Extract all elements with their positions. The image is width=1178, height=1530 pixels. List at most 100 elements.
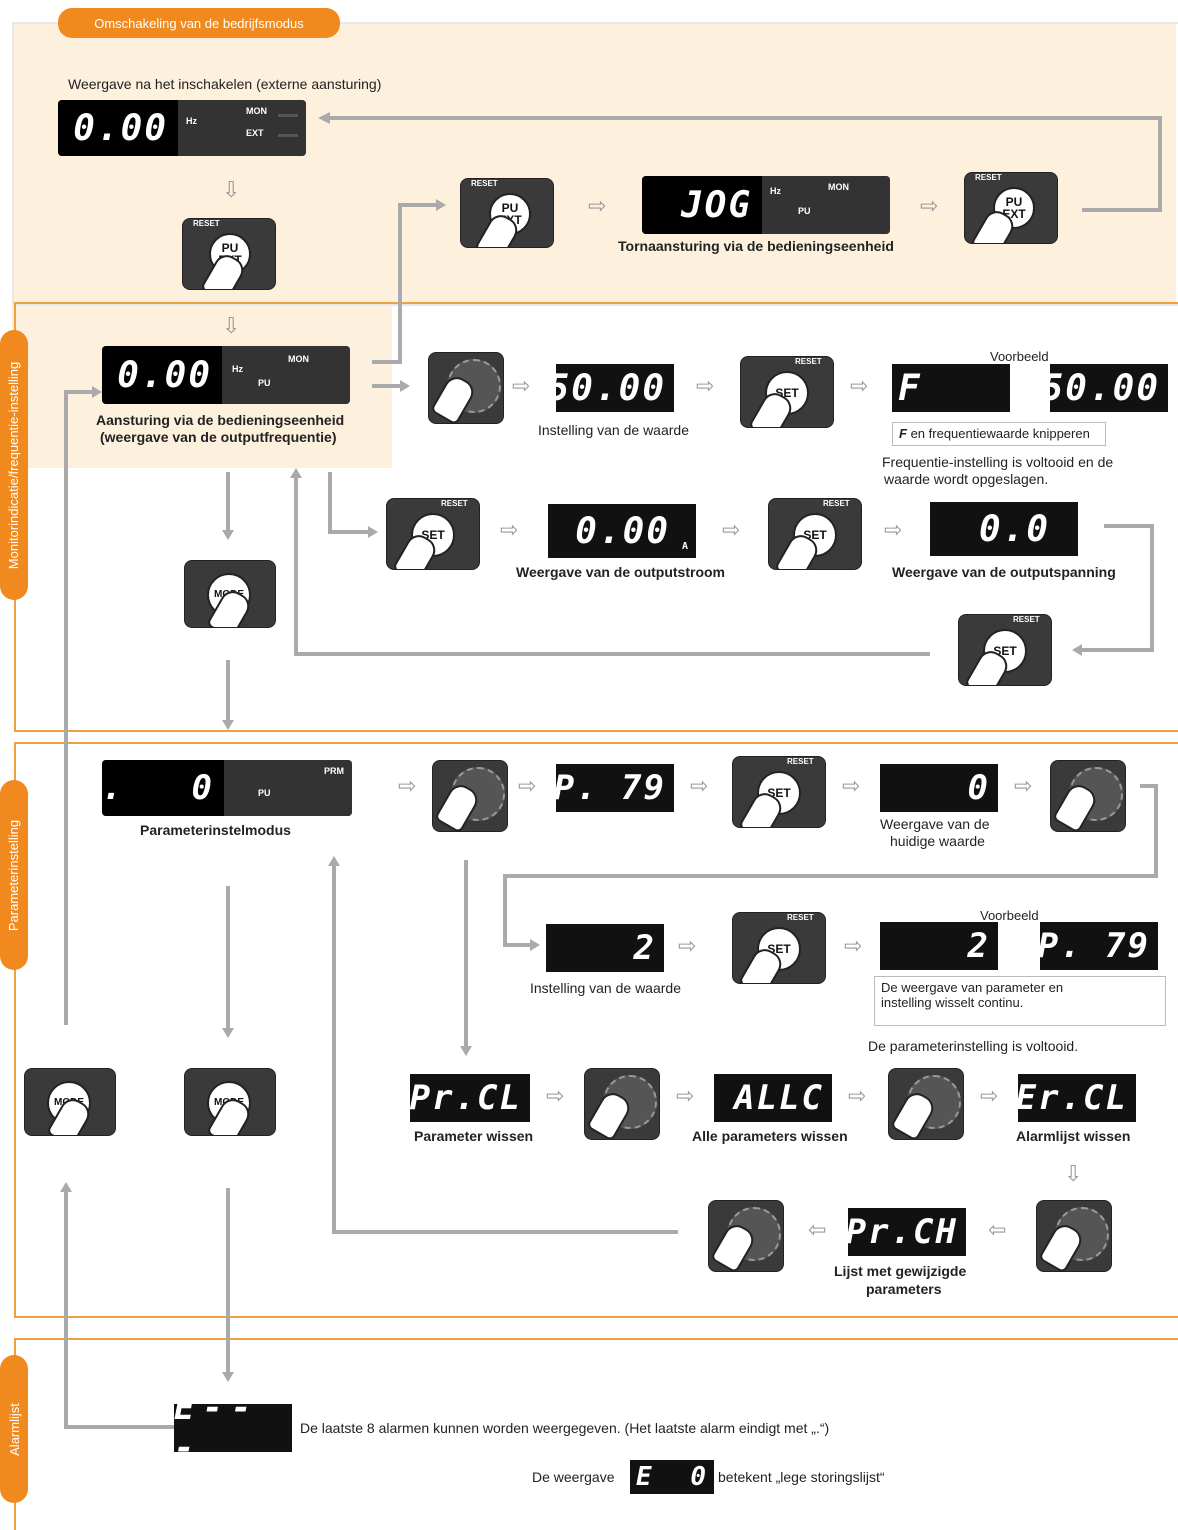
allc-display: ALLC (714, 1074, 832, 1122)
reset-label: RESET (471, 179, 498, 188)
right-arrow-p7: ⇨ (844, 933, 863, 958)
prm-tag: PRM (324, 766, 344, 776)
after-power-on-label: Weergave na het inschakelen (externe aan… (68, 76, 382, 92)
two-display: 2 (546, 924, 664, 972)
alternate-label-2: instelling wisselt continu. (881, 995, 1024, 1010)
right-arrow-m5: ⇨ (722, 517, 741, 542)
pu-tag: PU (258, 378, 271, 388)
reset-label: RESET (1013, 615, 1040, 624)
hz-tag: Hz (232, 364, 243, 374)
pu-tag: PU (798, 206, 811, 216)
dial-knob-7[interactable] (708, 1200, 784, 1272)
reset-label: RESET (975, 173, 1002, 182)
current-value: 0.00 (575, 510, 670, 552)
right-arrow-p1: ⇨ (398, 773, 417, 798)
set-key-5[interactable]: RESET SET (732, 756, 826, 828)
current-display: 0.00 A (548, 504, 696, 558)
tab-mode-switch: Omschakeling van de bedrijfsmodus (58, 8, 340, 38)
mode-key-3[interactable]: MODE (184, 1068, 276, 1136)
set-key-1[interactable]: RESET SET (740, 356, 834, 428)
right-arrow-p2: ⇨ (518, 773, 537, 798)
hz-tag: Hz (770, 186, 781, 196)
mon-tag: MON (288, 354, 309, 364)
out-voltage-label: Weergave van de outputspanning (892, 564, 1116, 580)
dial-knob-6[interactable] (1036, 1200, 1112, 1272)
p79b-display: P. 79 (1038, 922, 1158, 970)
reset-label: RESET (787, 757, 814, 766)
set-key-2[interactable]: RESET SET (386, 498, 480, 570)
dial-knob-3[interactable] (1050, 760, 1126, 832)
set-key-6[interactable]: RESET SET (732, 912, 826, 984)
down-arrow-c5: ⇩ (1064, 1161, 1083, 1186)
param-done-label: De parameterinstelling is voltooid. (868, 1038, 1079, 1054)
a-tag: A (681, 541, 690, 552)
right-arrow-m4: ⇨ (500, 517, 519, 542)
right-arrow-c1: ⇨ (546, 1083, 565, 1108)
tab-monitor: Monitorindicatie/frequentie-instelling (0, 330, 28, 600)
section-param (14, 742, 1178, 1318)
right-arrow-jog-1: ⇨ (588, 193, 607, 218)
freq-done-label-1: Frequentie-instelling is voltooid en de (882, 454, 1114, 470)
jog-label: Tornaansturing via de bedieningseenheid (618, 238, 894, 254)
blink-label: en frequentiewaarde knipperen (910, 426, 1090, 441)
mon-tag: MON (828, 182, 849, 192)
right-arrow-m1: ⇨ (512, 373, 531, 398)
tab-mode-switch-label: Omschakeling van de bedrijfsmodus (94, 15, 304, 31)
example-label-2: Voorbeeld (980, 908, 1039, 923)
voltage-display: 0.0 (930, 502, 1078, 556)
freq2-display: 50.00 (1042, 364, 1168, 412)
right-arrow-jog-2: ⇨ (920, 193, 939, 218)
freq-display: 50.00 (548, 364, 674, 412)
dial-knob-2[interactable] (432, 760, 508, 832)
set-key-3[interactable]: RESET SET (768, 498, 862, 570)
down-arrow-2: ⇩ (222, 313, 241, 338)
param-mode-value: P. 0 (102, 760, 224, 816)
reset-label: RESET (441, 499, 468, 508)
alarm-info-label: De laatste 8 alarmen kunnen worden weerg… (300, 1420, 830, 1436)
set-key-4[interactable]: RESET SET (958, 614, 1052, 686)
changed-label-1: Lijst met gewijzigde (834, 1263, 967, 1279)
right-arrow-m6: ⇨ (884, 517, 903, 542)
down-arrow-1: ⇩ (222, 177, 241, 202)
empty-display: E 0 (630, 1460, 714, 1494)
jog-display-panel: JOG Hz MON PU (642, 176, 890, 234)
prcl-display: Pr.CL (410, 1074, 530, 1122)
current-value-label-1: Weergave van de (880, 816, 990, 832)
ext-tag: EXT (246, 128, 264, 138)
tab-param: Parameterinstelling (0, 780, 28, 970)
param-mode-label: Parameterinstelmodus (140, 822, 291, 838)
tab-alarm: Alarmlijst (0, 1355, 28, 1503)
ext-display-value: 0.00 (58, 100, 178, 156)
example-label: Voorbeeld (990, 349, 1049, 364)
right-arrow-c3: ⇨ (848, 1083, 867, 1108)
pu-op-label-1: Aansturing via de bedieningseenheid (96, 412, 345, 428)
right-arrow-p3: ⇨ (690, 773, 709, 798)
alarm-display: E--- (174, 1388, 292, 1468)
f-small-display: F (899, 426, 907, 441)
changed-label-2: parameters (866, 1281, 942, 1297)
alternate-label-1: De weergave van parameter en (881, 980, 1064, 995)
reset-label: RESET (823, 499, 850, 508)
empty-e: E (636, 1462, 654, 1492)
set-value-label: Instelling van de waarde (538, 422, 689, 438)
right-arrow-p5: ⇨ (1014, 773, 1033, 798)
pu-display-value: 0.00 (102, 346, 222, 404)
param-mode-panel: P. 0 PRM PU (102, 760, 352, 816)
ercl-display: Er.CL (1016, 1074, 1136, 1122)
dial-knob-4[interactable] (584, 1068, 660, 1140)
dial-knob-1[interactable] (428, 352, 504, 424)
reset-label: RESET (795, 357, 822, 366)
right-arrow-m2: ⇨ (696, 373, 715, 398)
mode-key-1[interactable]: MODE (184, 560, 276, 628)
empty-post-label: betekent „lege storingslijst“ (718, 1469, 885, 1485)
dial-knob-5[interactable] (888, 1068, 964, 1140)
mode-key-2[interactable]: MODE (24, 1068, 116, 1136)
mon-tag: MON (246, 106, 267, 116)
p79-display: P. 79 (554, 764, 674, 812)
current-value-label-2: huidige waarde (890, 833, 985, 849)
prch-display: Pr.CH (846, 1208, 966, 1256)
